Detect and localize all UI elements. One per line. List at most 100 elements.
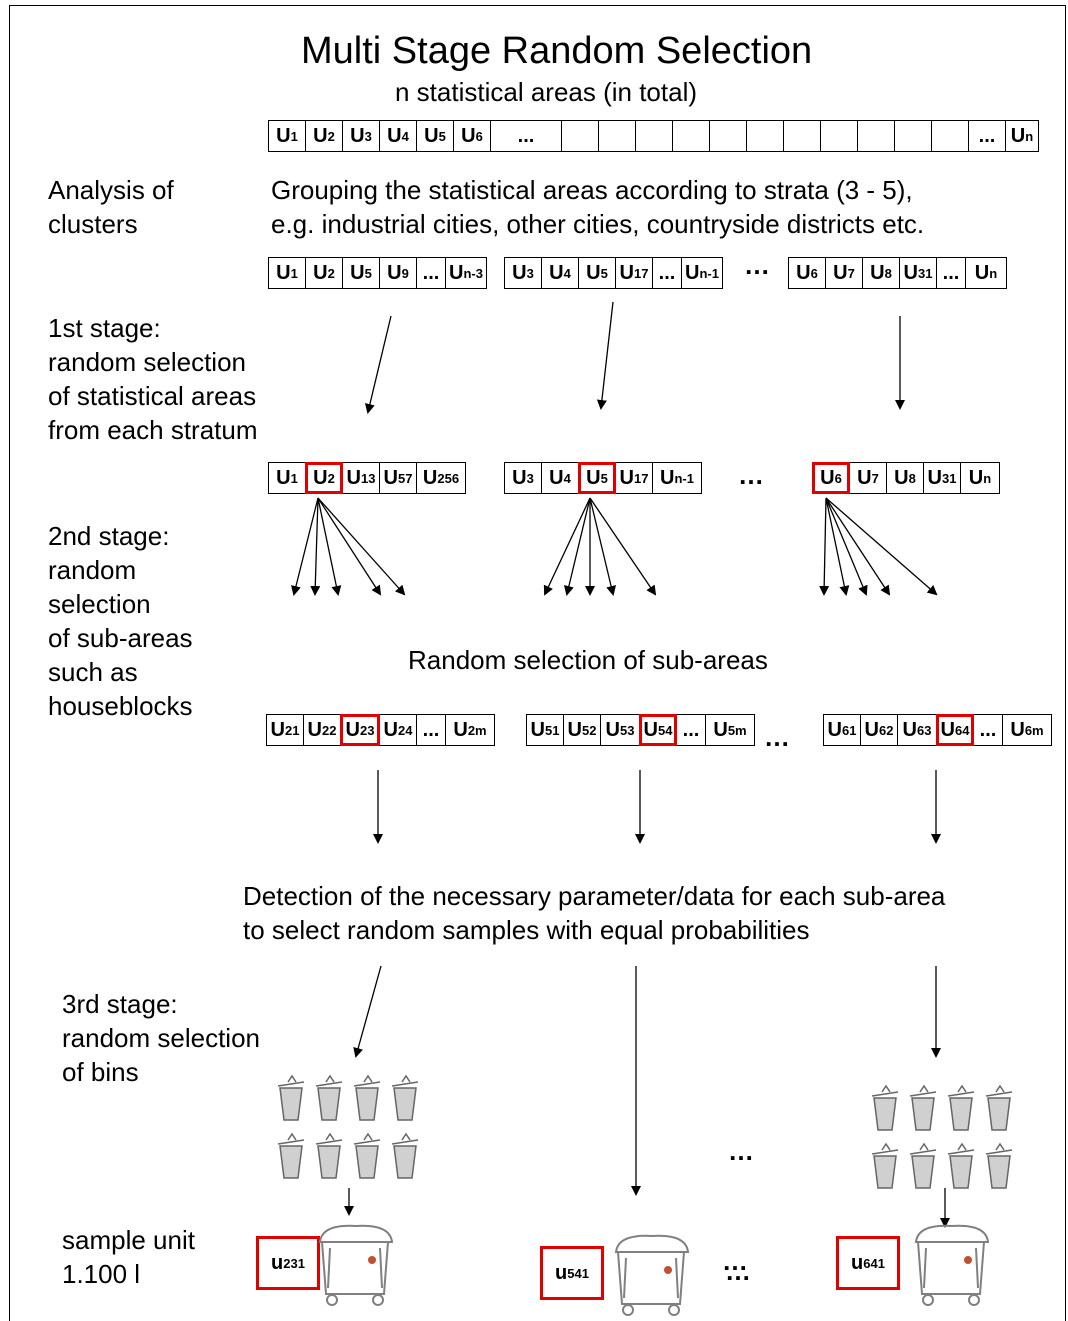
cell-subscript: 3 bbox=[526, 470, 534, 486]
cell-main: U bbox=[586, 466, 601, 489]
cell-main: ... bbox=[422, 718, 440, 741]
ellipsis: … bbox=[725, 1256, 753, 1286]
sample-main: u bbox=[271, 1251, 284, 1274]
cell-main: ... bbox=[658, 261, 676, 284]
label-stage3-1: 3rd stage: bbox=[62, 989, 178, 1019]
cell-main: U bbox=[383, 718, 398, 741]
cell-subscript: 62 bbox=[878, 722, 894, 738]
cell-subscript: 64 bbox=[954, 722, 970, 738]
cell-subscript: 31 bbox=[941, 470, 957, 486]
cell-main: ... bbox=[682, 718, 700, 741]
cell-subscript: n-3 bbox=[463, 265, 483, 281]
cell-subscript: 4 bbox=[563, 265, 571, 281]
cell-main: U bbox=[276, 261, 291, 284]
cell-subscript: 5m bbox=[727, 722, 747, 738]
label-stage2-5: such as bbox=[48, 657, 138, 687]
cell-subscript: 53 bbox=[619, 722, 635, 738]
cell-subscript: 22 bbox=[321, 722, 337, 738]
cell-main: U bbox=[549, 466, 564, 489]
cell-subscript: 52 bbox=[581, 722, 597, 738]
sample-subscript: 641 bbox=[863, 1255, 885, 1271]
cell-main: U bbox=[307, 718, 322, 741]
cell-main: U bbox=[387, 124, 402, 147]
label-clusters-1: Analysis of bbox=[48, 175, 174, 205]
arrow bbox=[317, 497, 406, 596]
cell-subscript: 21 bbox=[284, 722, 300, 738]
cell-main: U bbox=[270, 718, 285, 741]
bin-icon bbox=[985, 1084, 1013, 1131]
arrow bbox=[819, 497, 830, 596]
cell-main: U bbox=[927, 466, 942, 489]
cell-main: U bbox=[827, 718, 842, 741]
arrow bbox=[596, 301, 614, 410]
cell-subscript: 54 bbox=[657, 722, 673, 738]
label-stage3-3: of bins bbox=[62, 1057, 139, 1087]
grouping-text-2: e.g. industrial cities, other cities, co… bbox=[271, 209, 925, 239]
bin-icon bbox=[315, 1074, 343, 1121]
bin-icon bbox=[391, 1074, 419, 1121]
bin-icon bbox=[277, 1132, 305, 1179]
bin-icon bbox=[909, 1142, 937, 1189]
cell-main: U bbox=[276, 124, 291, 147]
cell-main: U bbox=[346, 466, 361, 489]
label-stage2-3: selection bbox=[48, 589, 151, 619]
cell-main: U bbox=[903, 261, 918, 284]
cell-subscript: 7 bbox=[871, 470, 879, 486]
cell-main: U bbox=[586, 261, 601, 284]
cell-main: U bbox=[857, 466, 872, 489]
cell-subscript: 3 bbox=[526, 265, 534, 281]
cell-main: U bbox=[833, 261, 848, 284]
cell-main: U bbox=[643, 718, 658, 741]
arrow bbox=[564, 497, 591, 596]
bin-icon bbox=[871, 1084, 899, 1131]
arrow bbox=[825, 497, 868, 596]
label-sample-1: sample unit bbox=[62, 1225, 195, 1255]
label-stage1-4: from each stratum bbox=[48, 415, 258, 445]
arrow bbox=[291, 497, 319, 596]
cell-subscript: 8 bbox=[908, 470, 916, 486]
label-stage3-2: random selection bbox=[62, 1023, 260, 1053]
cell-subscript: 8 bbox=[884, 265, 892, 281]
cell-main: U bbox=[313, 124, 328, 147]
cell-main: U bbox=[902, 718, 917, 741]
cell-subscript: 2 bbox=[327, 128, 335, 144]
cell-subscript: 1 bbox=[290, 128, 298, 144]
cell-subscript: 24 bbox=[397, 722, 413, 738]
bin-icon bbox=[277, 1074, 305, 1121]
cell-main: ... bbox=[942, 261, 960, 284]
cell-subscript: n bbox=[1025, 128, 1034, 144]
arrow bbox=[317, 497, 342, 596]
cell-subscript: 13 bbox=[360, 470, 376, 486]
cell-main: U bbox=[894, 466, 909, 489]
cell-main: U bbox=[1010, 718, 1025, 741]
cell-main: U bbox=[605, 718, 620, 741]
cell-main: ... bbox=[978, 124, 996, 147]
cell-subscript: 1 bbox=[290, 470, 298, 486]
cell-main: U bbox=[350, 261, 365, 284]
bin-icon bbox=[947, 1142, 975, 1189]
diagram-subtitle: n statistical areas (in total) bbox=[395, 77, 698, 107]
detection-text-1: Detection of the necessary parameter/dat… bbox=[243, 881, 946, 911]
bin-icon bbox=[353, 1132, 381, 1179]
cell-main: U bbox=[619, 261, 634, 284]
cell-main: U bbox=[567, 718, 582, 741]
cell-main: U bbox=[685, 261, 700, 284]
sample-main: u bbox=[555, 1261, 568, 1284]
cell-main: U bbox=[968, 466, 984, 489]
